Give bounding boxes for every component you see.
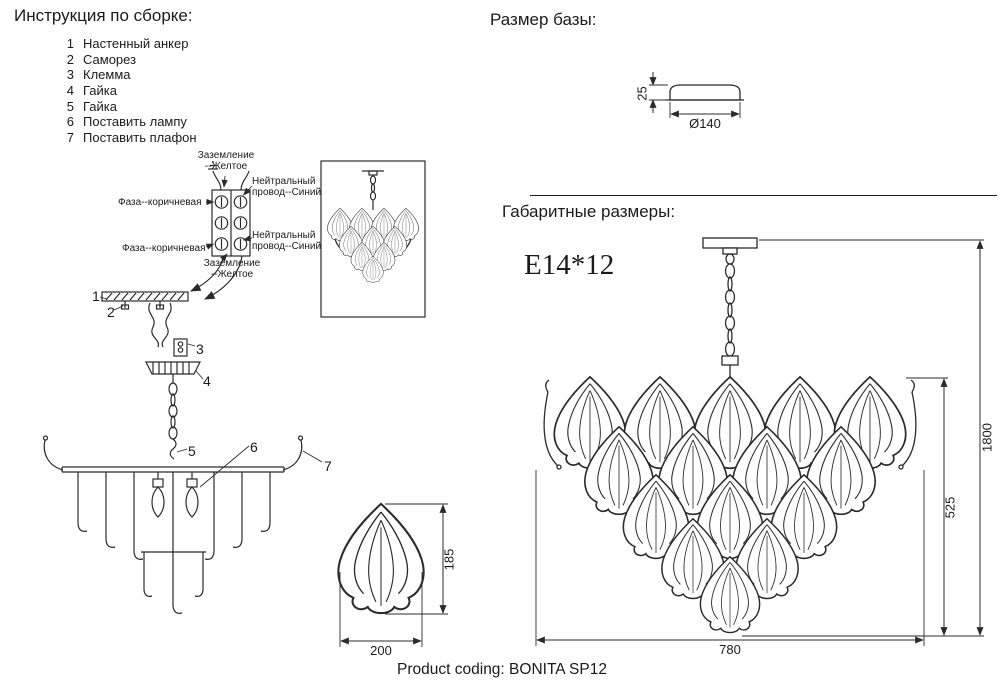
part-item: 6 Поставить лампу — [58, 114, 197, 130]
part-number: 4 — [66, 83, 74, 99]
part-number: 7 — [66, 129, 74, 145]
part-item: 2 Саморез — [58, 52, 197, 68]
dim-total-height: 1800 — [979, 423, 995, 452]
socket-label: E14*12 — [524, 249, 615, 281]
part-number: 3 — [66, 67, 74, 83]
callout-3: 3 — [196, 341, 204, 357]
dim-leaf-height: 185 — [441, 548, 457, 571]
part-label: Саморез — [83, 51, 137, 67]
part-label: Поставить плафон — [83, 129, 197, 145]
part-item: 3 Клемма — [58, 67, 197, 83]
part-label: Настенный анкер — [83, 36, 189, 52]
product-coding: Product coding: BONITA SP12 — [397, 661, 607, 678]
dim-leaf-width: 200 — [370, 643, 392, 658]
part-number: 2 — [66, 51, 74, 67]
part-number: 6 — [66, 114, 74, 130]
callout-2: 2 — [107, 304, 115, 320]
wiring-label-ground-top: Заземление --Желтое — [197, 150, 255, 172]
callout-5: 5 — [188, 443, 196, 459]
callout-4: 4 — [203, 373, 211, 389]
wiring-label-neutral-bottom: Нейтральный провод--Синий — [252, 230, 322, 252]
part-label: Гайка — [83, 83, 118, 99]
section-divider — [530, 195, 997, 196]
dim-base-diameter: Ø140 — [689, 116, 721, 131]
part-item: 5 Гайка — [58, 98, 197, 114]
wiring-diagram — [190, 161, 253, 300]
wiring-label-phase-top: Фаза--коричневая — [118, 197, 202, 208]
exploded-view — [42, 291, 323, 614]
section-title-base: Размер базы: — [490, 10, 597, 29]
part-number: 5 — [66, 98, 74, 114]
part-item: 1 Настенный анкер — [58, 36, 197, 52]
part-label: Клемма — [83, 67, 131, 83]
leaf-detail — [337, 502, 448, 647]
wiring-label-neutral-top: Нейтральный провод--Синий — [252, 176, 322, 198]
instructions-title: Инструкция по сборке: — [14, 6, 193, 25]
thumbnail-chandelier — [320, 160, 426, 318]
section-title-overall: Габаритные размеры: — [502, 202, 676, 221]
overall-drawing — [535, 237, 984, 646]
dim-base-height: 25 — [634, 86, 650, 101]
part-item: 7 Поставить плафон — [58, 130, 197, 146]
base-drawing — [649, 72, 744, 118]
dim-body-height: 525 — [942, 496, 958, 519]
part-label: Гайка — [83, 98, 118, 114]
callout-6: 6 — [250, 439, 258, 455]
wiring-label-ground-bottom: Заземление --Желтое — [203, 258, 261, 280]
dim-width: 780 — [719, 642, 741, 657]
part-number: 1 — [66, 36, 74, 52]
part-item: 4 Гайка — [58, 83, 197, 99]
part-label: Поставить лампу — [83, 114, 187, 130]
wiring-label-phase-bottom: Фаза--коричневая — [122, 243, 206, 254]
callout-1: 1 — [92, 288, 100, 304]
callout-7: 7 — [324, 458, 332, 474]
